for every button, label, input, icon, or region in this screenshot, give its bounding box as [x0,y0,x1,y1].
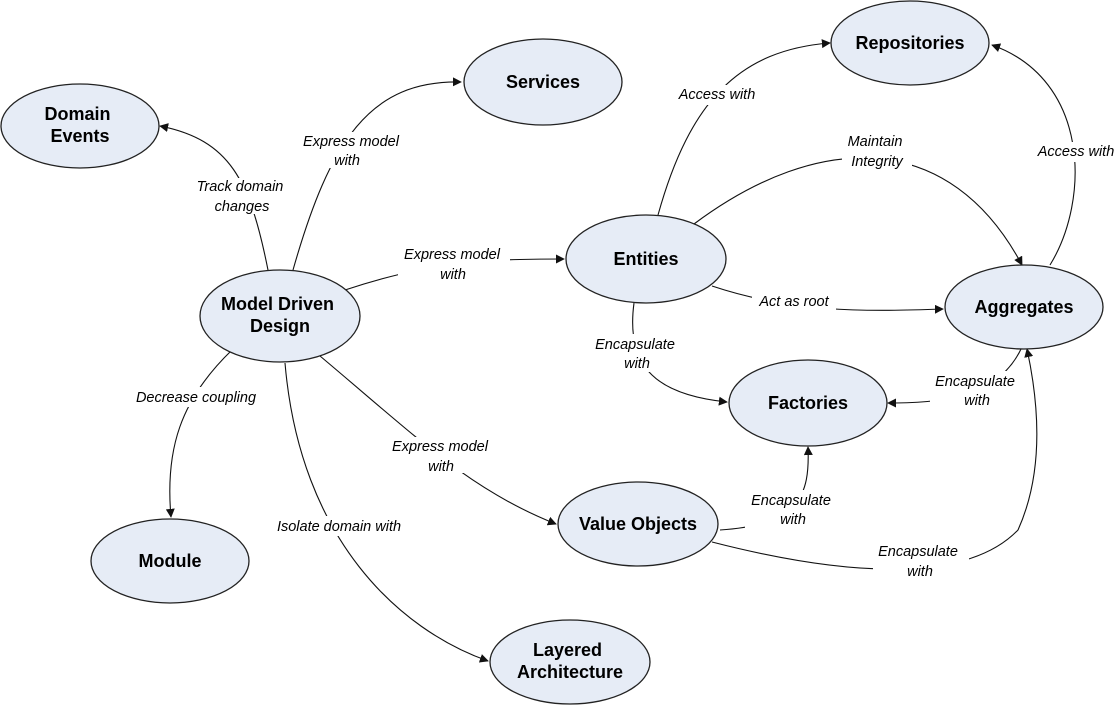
edge-label-isolate-domain: Isolate domain with [268,516,410,536]
node-model-driven-design[interactable]: Model Driven Design [199,269,361,363]
svg-text:Act as root: Act as root [758,294,829,310]
svg-text:Module: Module [139,551,202,571]
svg-text:Express model with: Express model with [303,134,403,169]
node-module[interactable]: Module [90,518,250,604]
svg-text:Isolate domain with: Isolate domain with [277,519,401,535]
svg-text:Encapsulate with: Encapsulate with [878,544,962,580]
node-layered-architecture[interactable]: Layered Architecture [489,619,651,705]
svg-text:Layered Architecture: Layered Architecture [517,640,623,682]
svg-text:Express model with: Express model with [392,439,492,475]
edge-entities-factories [632,302,728,406]
svg-text:Value Objects: Value Objects [579,514,697,534]
edge-value-objects-aggregates [711,348,1038,570]
svg-text:Model Driven Design: Model Driven Design [221,294,339,336]
edge-label-decrease-coupling: Decrease coupling [128,387,264,407]
edge-label-access-with-entities: Access with [672,85,762,105]
edge-label-express-model-services: Express model with [297,132,409,169]
edge-label-encapsulate-value-objects: Encapsulate with [745,490,841,528]
node-domain-events[interactable]: Domain Events [0,83,160,169]
node-factories[interactable]: Factories [728,359,888,447]
edge-label-encapsulate-value-objects-aggregates: Encapsulate with [873,542,969,580]
svg-text:Access with: Access with [678,87,756,103]
svg-text:Aggregates: Aggregates [974,297,1073,317]
node-value-objects[interactable]: Value Objects [557,481,719,567]
svg-text:Access with: Access with [1037,144,1115,160]
node-services[interactable]: Services [463,38,623,126]
edge-mdd-layered [284,362,489,663]
edge-entities-aggregates-integrity [693,157,1023,266]
node-repositories[interactable]: Repositories [830,0,990,86]
svg-text:Services: Services [506,72,580,92]
svg-text:Repositories: Repositories [855,33,964,53]
svg-text:Domain Events: Domain Events [44,104,115,146]
svg-text:Entities: Entities [613,249,678,269]
edge-entities-repositories [657,39,831,216]
svg-text:Decrease coupling: Decrease coupling [136,390,256,406]
svg-text:Factories: Factories [768,393,848,413]
edge-label-access-with-aggregates: Access with [1032,142,1120,162]
edge-label-maintain-integrity: Maintain Integrity [842,132,912,170]
edge-mdd-services [292,77,462,271]
edge-label-act-as-root: Act as root [752,292,836,312]
edge-mdd-module [165,349,233,518]
edge-label-track-domain-changes: Track domain changes [190,178,288,215]
edge-mdd-domain-events [159,123,269,271]
svg-text:Encapsulate with: Encapsulate with [595,337,679,372]
edge-label-express-model-entities: Express model with [398,245,510,283]
svg-text:Encapsulate with: Encapsulate with [935,374,1019,409]
svg-text:Encapsulate with: Encapsulate with [751,493,835,528]
edge-label-express-model-value-objects: Express model with [386,437,498,475]
edge-label-encapsulate-entities: Encapsulate with [590,334,686,372]
svg-text:Maintain Integrity: Maintain Integrity [848,134,907,170]
node-aggregates[interactable]: Aggregates [944,264,1104,350]
edge-label-encapsulate-aggregates: Encapsulate with [930,371,1026,409]
svg-text:Track domain changes: Track domain changes [197,179,288,215]
node-entities[interactable]: Entities [565,214,727,304]
svg-text:Express model with: Express model with [404,247,504,283]
